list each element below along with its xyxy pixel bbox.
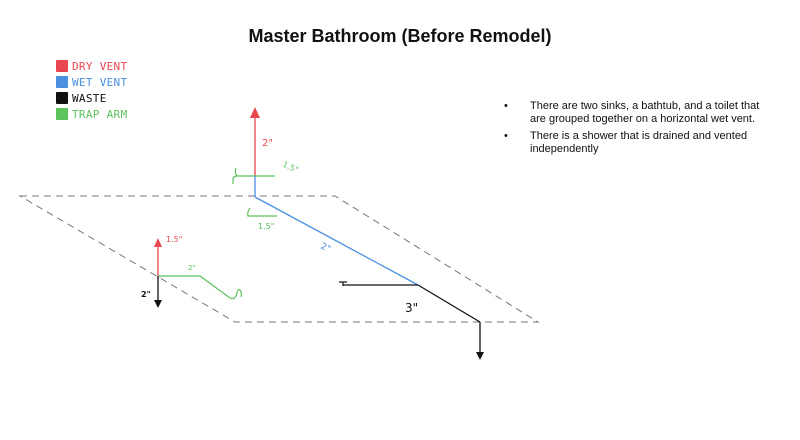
legend-label-wet-vent: Wet Vent [72,75,128,89]
shower-dry-vent-arrow-icon [154,238,162,247]
legend-label-dry-vent: Dry Vent [72,59,128,73]
legend: Dry Vent Wet Vent Waste Trap Arm [56,58,127,122]
main-waste-arrow-icon [476,352,484,360]
main-waste-pipe [417,284,481,323]
legend-item-dry-vent: Dry Vent [56,58,127,74]
legend-swatch-wet-vent [56,76,68,88]
legend-swatch-waste [56,92,68,104]
legend-item-waste: Waste [56,90,127,106]
notes-list: There are two sinks, a bathtub, and a to… [502,100,772,160]
shower-waste-arrow-icon [154,300,162,308]
shower-trap-arm-label: 2" [188,264,196,272]
legend-item-trap-arm: Trap Arm [56,106,127,122]
shower-waste-label: 2" [141,290,151,299]
note-item: There are two sinks, a bathtub, and a to… [502,100,772,126]
shower-dry-vent-label: 1.5" [166,235,182,244]
floor-plane [18,195,540,323]
wet-vent-pipe [254,196,419,286]
lower-trap-arm [247,207,277,217]
upper-trap-arm-label: 1.5" [281,160,300,175]
legend-swatch-dry-vent [56,60,68,72]
legend-item-wet-vent: Wet Vent [56,74,127,90]
legend-label-waste: Waste [72,91,107,105]
legend-label-trap-arm: Trap Arm [72,107,128,121]
legend-swatch-trap-arm [56,108,68,120]
main-dry-vent-label: 2" [262,138,273,149]
main-waste-label: 3" [405,301,418,315]
diagram-title: Master Bathroom (Before Remodel) [248,26,552,46]
main-dry-vent-arrow-icon [250,107,260,118]
upper-trap-arm [232,167,255,184]
note-item: There is a shower that is drained and ve… [502,130,772,156]
shower-trap-arm [158,275,242,300]
lower-trap-arm-label: 1.5" [258,222,274,231]
wet-vent-label: 2" [319,242,332,255]
